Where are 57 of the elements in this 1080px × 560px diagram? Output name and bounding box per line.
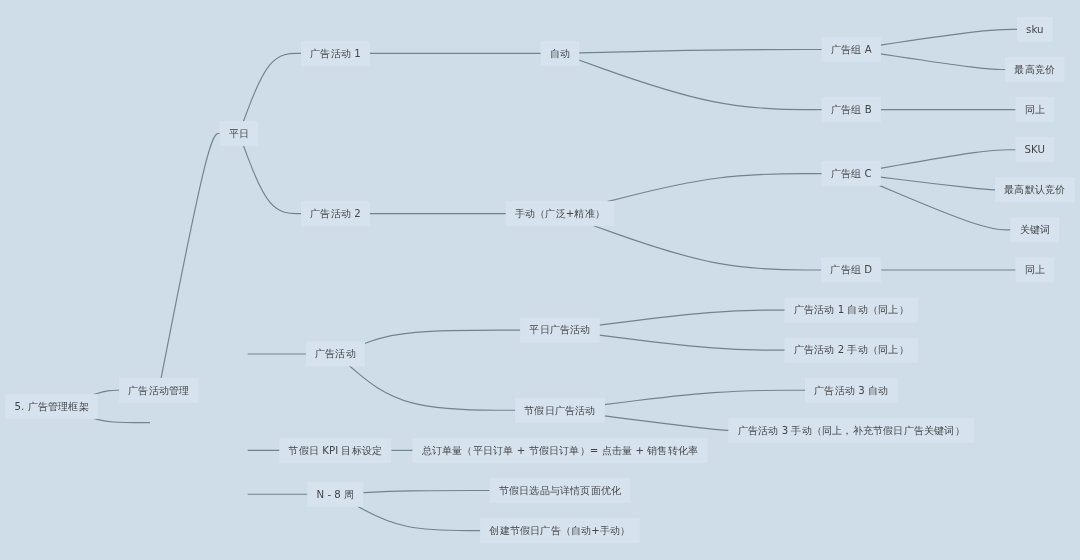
node-box: 广告活动 2 [301, 201, 370, 227]
node-box: 节假日 KPI 目标设定 [279, 438, 392, 463]
connector [593, 225, 823, 271]
connector [879, 185, 1012, 231]
connector [578, 59, 823, 111]
connector [368, 52, 542, 54]
connector [368, 213, 507, 215]
connector [603, 389, 806, 406]
node-box: 节假日广告活动 [515, 397, 605, 423]
connector [349, 365, 517, 411]
node-box: 自动 [540, 40, 580, 66]
node-box: 广告活动 3 自动 [805, 377, 898, 403]
node-box: 广告活动 1 [301, 40, 370, 66]
connector [578, 48, 823, 54]
node-box: 最高竞价 [1005, 57, 1065, 82]
connector [880, 269, 1017, 271]
connector [247, 353, 307, 355]
connector [879, 53, 1007, 71]
node-box: 节假日选品与详情页面优化 [489, 478, 631, 503]
node-box: 5. 广告管理框架 [5, 394, 98, 419]
node-box: 同上 [1015, 97, 1055, 122]
node-box: 广告活动 [305, 341, 365, 367]
node-box: 广告活动 2 手动（同上） [784, 337, 918, 363]
connector [242, 144, 302, 215]
node-box: 平日广告活动 [520, 317, 600, 343]
connector [242, 52, 302, 123]
connector [160, 132, 221, 379]
node-box: 广告活动 3 手动（同上，补充节假日广告关键词） [728, 417, 974, 443]
node-box: 广告组 C [821, 161, 881, 186]
connector [603, 415, 730, 431]
node-box: 广告组 A [821, 37, 881, 62]
connector [879, 149, 1017, 169]
connector [247, 449, 281, 451]
node-box: 最高默认竞价 [995, 177, 1075, 203]
connector [879, 28, 1018, 46]
node-box: 同上 [1015, 257, 1055, 283]
node-box: 广告活动 1 自动（同上） [784, 297, 918, 323]
node-box: 广告活动管理 [119, 377, 199, 403]
connector [390, 449, 414, 451]
node-box: 广告组 B [821, 97, 881, 122]
node-box: 广告组 D [821, 257, 882, 283]
node-box: 创建节假日广告（自动+手动） [480, 518, 640, 543]
connector [879, 176, 997, 191]
node-box: SKU [1015, 137, 1055, 163]
connector [598, 334, 786, 351]
connector [879, 109, 1017, 111]
node-box: 手动（广泛+精准） [505, 201, 615, 227]
node-box: N - 8 周 [307, 481, 364, 507]
node-box: 关键词 [1010, 217, 1060, 243]
connector [247, 493, 309, 495]
node-box: 总订单量（平日订单 + 节假日订单）= 点击量 + 销售转化率 [412, 438, 708, 463]
connector [363, 329, 522, 345]
connector [356, 505, 482, 532]
node-box: 平日 [219, 121, 259, 146]
connector [362, 489, 491, 494]
connector [598, 309, 786, 326]
node-box: sku [1017, 17, 1053, 42]
